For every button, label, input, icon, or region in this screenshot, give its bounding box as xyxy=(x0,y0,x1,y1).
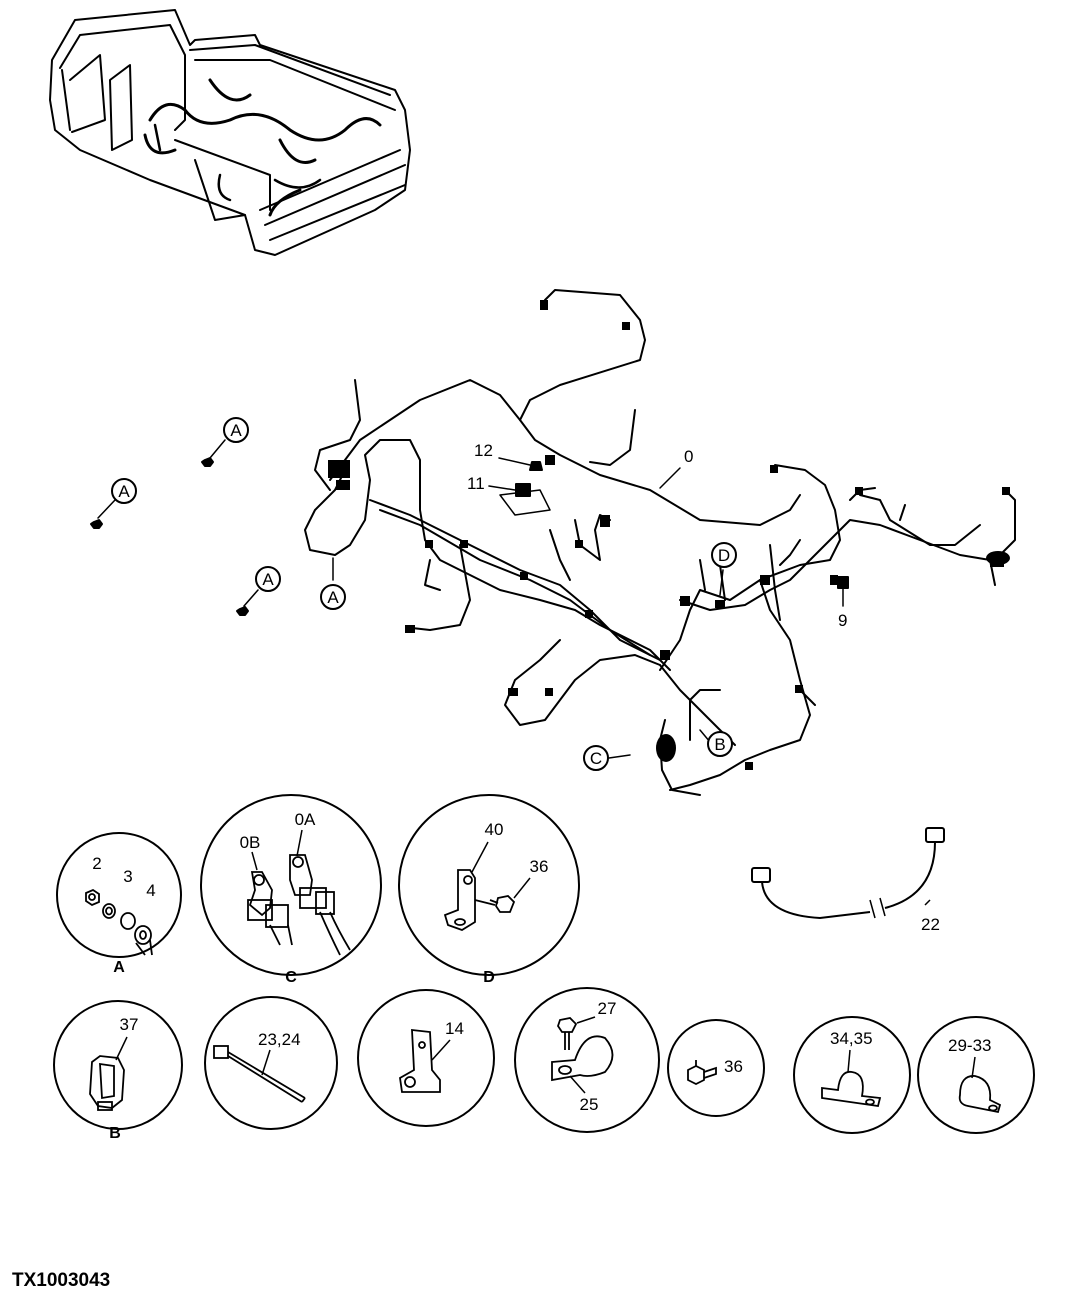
callout-a-1: A xyxy=(230,421,242,440)
detail-b-labels: 37 B xyxy=(109,1015,138,1142)
p-clamp-part-29-33: 29-33 xyxy=(948,1036,991,1055)
clamp-part-27: 27 xyxy=(598,999,617,1018)
bracket-part-14: 14 xyxy=(445,1019,464,1038)
detail-d-circle xyxy=(398,794,580,976)
detail-c-circle xyxy=(200,794,382,976)
bracket-parts xyxy=(399,1028,441,1093)
callout-a-4: A xyxy=(327,588,339,607)
detail-c-caption: C xyxy=(285,969,297,986)
detail-c-parts xyxy=(247,854,351,956)
harness-connectors xyxy=(328,300,1010,770)
clamp-circle xyxy=(514,987,660,1133)
detail-a-caption: A xyxy=(113,959,125,976)
part-label-0: 0 xyxy=(684,447,693,466)
cable-tie-circle xyxy=(204,996,338,1130)
figure-id: TX1003043 xyxy=(12,1270,111,1291)
detail-d-parts xyxy=(443,869,516,931)
detail-c-part-0a: 0A xyxy=(295,810,316,829)
callout-d: D xyxy=(718,546,730,565)
part-label-12: 12 xyxy=(474,441,493,460)
part-label-11: 11 xyxy=(467,474,485,493)
detail-b-parts xyxy=(89,1055,125,1111)
callout-a-2: A xyxy=(118,482,130,501)
bracket-circle xyxy=(357,989,495,1127)
bolt-parts xyxy=(687,1060,717,1086)
callout-b: B xyxy=(714,735,725,754)
part-number-labels: 0 12 11 9 xyxy=(467,441,847,630)
main-callouts xyxy=(111,417,737,771)
detail-d-labels: 40 36 D xyxy=(483,820,548,986)
bolt-circle xyxy=(667,1019,765,1117)
detail-c-labels: 0B 0A C xyxy=(240,810,316,986)
detail-d-caption: D xyxy=(483,969,495,986)
detail-a-circle xyxy=(56,832,182,958)
detail-b-circle xyxy=(53,1000,183,1130)
cable-tie-part-23-24: 23,24 xyxy=(258,1030,301,1049)
callout-labels: A A A A D B C xyxy=(118,421,730,768)
saddle-clamp-parts xyxy=(821,1070,882,1108)
extension-harness-22 xyxy=(751,827,945,920)
detail-c-part-0b: 0B xyxy=(240,833,261,852)
detail-a-part-2: 2 xyxy=(92,854,101,873)
detail-a-part-3: 3 xyxy=(123,867,132,886)
detail-a-parts xyxy=(85,888,153,956)
detail-b-caption: B xyxy=(109,1125,121,1142)
detail-d-part-40: 40 xyxy=(485,820,504,839)
machine-overview xyxy=(49,9,411,256)
callout-c: C xyxy=(590,749,602,768)
leader-lines xyxy=(97,439,844,759)
part-label-9: 9 xyxy=(838,611,847,630)
clamp-labels: 27 25 xyxy=(580,999,617,1114)
p-clamp-parts xyxy=(958,1075,1002,1114)
part-label-22: 22 xyxy=(921,915,940,934)
clamp-parts xyxy=(551,1017,614,1082)
saddle-clamp-circle xyxy=(793,1016,911,1134)
callout-a-3: A xyxy=(262,570,274,589)
fasteners xyxy=(90,457,849,616)
p-clamp-circle xyxy=(917,1016,1035,1134)
saddle-clamp-part-34-35: 34,35 xyxy=(830,1029,873,1048)
detail-a-part-4: 4 xyxy=(146,881,155,900)
detail-d-part-36: 36 xyxy=(530,857,549,876)
main-harness xyxy=(304,289,1016,796)
detail-b-part-37: 37 xyxy=(120,1015,139,1034)
cable-tie-parts xyxy=(213,1045,306,1103)
clamp-part-25: 25 xyxy=(580,1095,599,1114)
bolt-part-36: 36 xyxy=(724,1057,743,1076)
detail-a-labels: 2 3 4 A xyxy=(92,854,155,976)
